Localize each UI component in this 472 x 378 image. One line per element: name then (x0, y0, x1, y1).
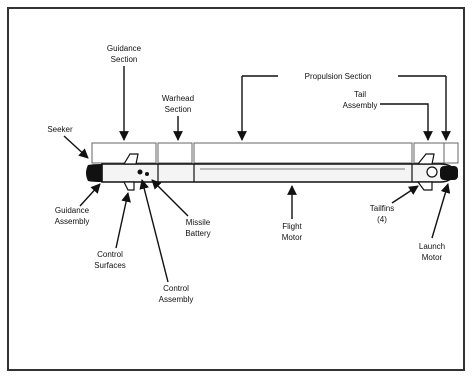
control-assembly-arrow (139, 179, 169, 283)
control-surfaces-label-2: Surfaces (94, 261, 126, 270)
launch-motor-label-1: Launch (419, 242, 445, 251)
missile-battery-label-2: Battery (185, 229, 210, 238)
section-brackets (91, 142, 459, 164)
canard-fin-bottom (123, 181, 135, 191)
guidance-assembly-arrow (79, 183, 101, 207)
guidance-assembly-label-2: Assembly (55, 217, 90, 226)
tail-assembly-label-1: Tail (354, 90, 366, 99)
flight-motor-label-1: Flight (282, 222, 302, 231)
seeker-label: Seeker (47, 125, 73, 134)
tailfin-bottom (416, 181, 433, 191)
warhead-section-label-1: Warhead (162, 94, 194, 103)
missile-battery-label-1: Missile (186, 218, 211, 227)
outer-border (7, 7, 465, 371)
seeker-nose (86, 164, 102, 182)
tailfins-label-1: Tailfins (370, 204, 394, 213)
tailfins-label-2: (4) (377, 215, 387, 224)
propulsion-section-label: Propulsion Section (305, 72, 372, 81)
guidance-assembly-label-1: Guidance (55, 206, 90, 215)
tail-assembly-label-2: Assembly (343, 101, 378, 110)
control-assembly-label-2: Assembly (159, 295, 194, 304)
guidance-section-label-2: Section (111, 55, 138, 64)
warhead-section-label-2: Section (165, 105, 192, 114)
control-surfaces-arrow (115, 192, 131, 249)
missile-body (86, 153, 458, 191)
propulsion-bracket (237, 75, 451, 141)
tail-assembly-arrow (380, 103, 433, 141)
tailfin-top (416, 153, 435, 165)
flight-motor-label-2: Motor (282, 233, 303, 242)
tailfins-arrow (391, 185, 419, 204)
control-assembly-label-1: Control (163, 284, 189, 293)
seeker-arrow (63, 135, 89, 159)
canard-fin-top (122, 153, 139, 165)
launch-motor-arrow (431, 183, 451, 239)
launch-motor-label-2: Motor (422, 253, 443, 262)
guidance-section-label-1: Guidance (107, 44, 142, 53)
launch-motor-body (440, 166, 458, 180)
missile-battery-arrow (151, 179, 189, 217)
control-surfaces-label-1: Control (97, 250, 123, 259)
